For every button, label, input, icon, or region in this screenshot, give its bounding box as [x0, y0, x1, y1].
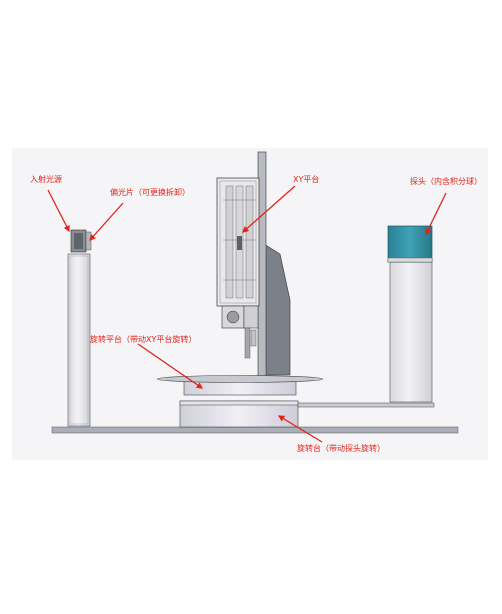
probe-assembly — [387, 225, 433, 403]
light-source-post — [67, 253, 91, 427]
label-rotary-table: 旋转台（带动探头旋转） — [297, 444, 385, 453]
arrow-probe — [425, 192, 447, 236]
probe-post — [389, 261, 433, 403]
label-light-source: 入射光源 — [30, 175, 62, 184]
annotation-arrows — [47, 185, 447, 443]
rotary-platform — [156, 375, 324, 396]
probe-head — [387, 225, 433, 263]
xy-stage-shaft — [244, 327, 251, 359]
label-rotary-platform: 旋转平台（带动XY平台旋转） — [90, 335, 197, 344]
arrow-rotary-table — [277, 415, 323, 443]
arrow-rotary-platform — [137, 343, 204, 389]
label-probe: 探头（内含积分球） — [410, 177, 482, 186]
rotary-table — [179, 400, 435, 428]
probe-arm — [297, 402, 435, 408]
arrow-polarizer — [89, 202, 124, 241]
base-plate — [51, 426, 459, 434]
polarizer-holder — [85, 231, 92, 251]
label-polarizer: 偏光片（可更换拆卸） — [110, 188, 190, 197]
arrow-xy-stage — [242, 185, 296, 233]
xy-stage-assembly — [216, 151, 291, 378]
label-xy-stage: XY平台 — [293, 175, 320, 184]
arrow-light-source — [47, 189, 70, 233]
light-source-assembly — [67, 229, 92, 427]
